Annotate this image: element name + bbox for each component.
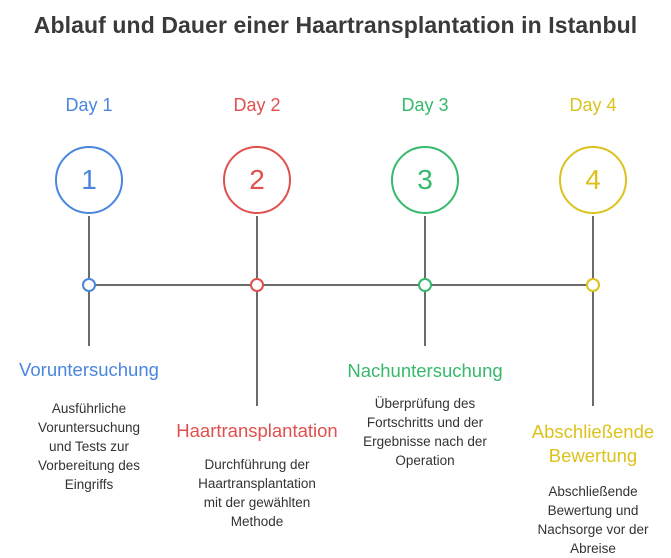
step-circle-4: 4 [559,146,627,214]
step-heading-2: Haartransplantation [176,420,338,441]
step-circle-3: 3 [391,146,459,214]
step-number-1: 1 [81,164,97,195]
day-label-1: Day 1 [65,95,113,115]
timeline-dot-1 [82,278,96,292]
step-circle-2: 2 [223,146,291,214]
step-number-2: 2 [249,164,265,195]
timeline-dot-3 [418,278,432,292]
day-label-3: Day 3 [401,95,449,115]
timeline-dot-2 [250,278,264,292]
day-label-4: Day 4 [569,95,617,115]
step-heading-4: Abschließende Bewertung [531,421,655,466]
step-description-2: Durchführung der Haartransplantation mit… [198,457,316,529]
diagram-title: Ablauf und Dauer einer Haartransplantati… [33,12,638,38]
step-number-3: 3 [417,164,433,195]
step-description-4: Abschließende Bewertung und Nachsorge vo… [537,484,649,556]
step-description-1: Ausführliche Voruntersuchung und Tests z… [37,401,141,492]
timeline-dot-4 [586,278,600,292]
day-label-2: Day 2 [233,95,281,115]
step-circle-1: 1 [55,146,123,214]
step-description-3: Überprüfung des Fortschritts und der Erg… [363,396,487,468]
step-heading-1: Voruntersuchung [19,359,159,380]
step-heading-3: Nachuntersuchung [347,360,503,381]
step-number-4: 4 [585,164,601,195]
